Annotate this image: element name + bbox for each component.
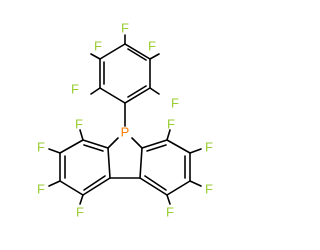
bond — [146, 144, 167, 152]
bond — [166, 194, 171, 205]
fluorine-atom-label: F — [205, 182, 213, 197]
phosphorus-atom-label: P — [121, 125, 130, 140]
atom-labels: P F F F F F F F F F F F F F — [37, 21, 213, 220]
bond — [149, 87, 160, 95]
fluorine-atom-label: F — [121, 21, 129, 36]
bond — [99, 87, 126, 104]
bond — [59, 180, 84, 196]
fluorine-atom-label: F — [171, 96, 179, 111]
bond — [189, 148, 202, 154]
bond — [48, 148, 61, 154]
fluorine-atom-label: F — [37, 140, 45, 155]
fluorine-atom-label: F — [37, 182, 45, 197]
bond — [127, 48, 147, 61]
bond — [90, 87, 101, 95]
bond — [79, 129, 84, 141]
bond — [107, 137, 119, 149]
fluorine-atom-label: F — [71, 82, 79, 97]
bond — [59, 139, 84, 154]
bond — [166, 139, 191, 154]
bond — [124, 43, 151, 60]
bond — [144, 175, 167, 191]
fluorine-atom-label: F — [148, 39, 156, 54]
bond — [141, 139, 168, 149]
bond — [127, 85, 147, 98]
fluorine-atom-label: F — [167, 117, 175, 132]
bond — [189, 180, 202, 187]
bond — [166, 129, 171, 141]
fluorine-atom-label: F — [166, 205, 174, 220]
bond — [124, 87, 151, 104]
bond — [99, 43, 126, 60]
fluorine-atom-label: F — [75, 117, 83, 132]
fluorine-atom-label: F — [94, 39, 102, 54]
bond — [83, 175, 106, 191]
bond — [166, 180, 191, 196]
bond — [149, 53, 160, 60]
bond — [48, 180, 61, 187]
bond — [131, 137, 143, 149]
bond — [82, 139, 109, 149]
bond — [82, 177, 111, 196]
molecule-structure: P F F F F F F F F F F F F F — [37, 21, 213, 220]
fluorine-atom-label: F — [205, 140, 213, 155]
bond — [107, 147, 111, 179]
bond — [139, 147, 143, 179]
fluorine-atom-label: F — [76, 205, 84, 220]
bond — [83, 144, 104, 152]
bond — [79, 194, 84, 205]
bonds — [48, 34, 202, 205]
bond — [139, 177, 168, 196]
bond — [90, 53, 101, 60]
